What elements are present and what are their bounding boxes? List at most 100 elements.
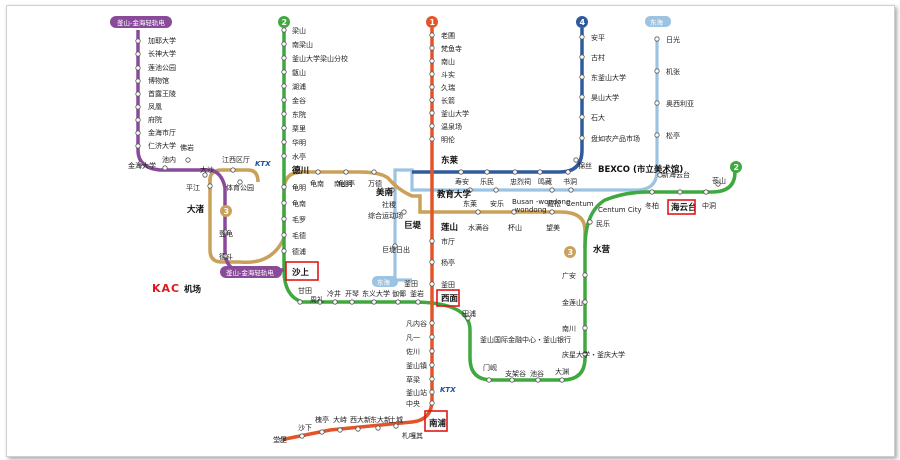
station-dot — [654, 100, 660, 106]
svg-text:釜山-金海轻轨电: 釜山-金海轻轨电 — [117, 18, 165, 27]
svg-text:3: 3 — [568, 248, 574, 257]
station-dot — [467, 187, 473, 193]
station-label: 斗实 — [441, 70, 455, 79]
line1-badge: 1 — [426, 16, 438, 28]
station-label: 堂里 — [273, 435, 287, 444]
station-label: 釜山国际金融中心・釜山银行 — [480, 335, 571, 344]
station-dot — [559, 377, 565, 383]
station-label: 梵鱼寺 — [441, 44, 462, 53]
station-dot — [297, 299, 303, 305]
station-dot — [511, 209, 517, 215]
station-label: 广安 — [562, 271, 576, 280]
svg-text:釜山-金海轻轨电: 釜山-金海轻轨电 — [226, 268, 274, 277]
station-dot — [281, 232, 287, 238]
station-dot — [135, 117, 141, 123]
station-label: 长箭 — [441, 96, 455, 105]
station-label: 周礼 — [310, 295, 324, 304]
station-label: 釜山站 — [406, 388, 427, 397]
station-label: 长神大学 — [148, 49, 176, 58]
station-dot — [343, 169, 349, 175]
station-dot — [429, 400, 435, 406]
station-dot — [137, 161, 143, 167]
station-dot — [535, 377, 541, 383]
station-label: 釜山大学 — [441, 109, 469, 118]
station-dot — [281, 27, 287, 33]
station-dot — [677, 189, 683, 195]
line4 — [412, 28, 584, 174]
station-dot — [429, 32, 435, 38]
station-dot — [317, 299, 323, 305]
station-label: 南山亭 — [334, 179, 355, 188]
station-dot — [654, 68, 660, 74]
station-dot — [222, 253, 228, 259]
station-label: 久瑞 — [441, 83, 455, 92]
station-label: 釜田 — [404, 279, 418, 288]
station-label: 南梁山 — [292, 40, 313, 49]
station-dot — [429, 320, 435, 326]
svg-text:机场: 机场 — [184, 284, 202, 295]
station-dots — [135, 27, 721, 443]
station-dot — [654, 132, 660, 138]
station-label: 莲池公园 — [148, 63, 176, 72]
station-label: 莲山 — [441, 222, 458, 233]
bgl-tag-top: 釜山-金海轻轨电 — [110, 16, 172, 28]
station-dot — [415, 299, 421, 305]
station-label: 中央 — [406, 399, 420, 408]
station-dot — [509, 377, 515, 383]
line2-badge: 2 — [278, 16, 290, 28]
station-label: 西大新 — [350, 415, 371, 424]
station-dot — [429, 389, 435, 395]
line3-west — [208, 168, 260, 190]
station-dot — [486, 377, 492, 383]
station-dot — [135, 143, 141, 149]
station-label: 沙上 — [292, 267, 310, 278]
station-label: 沙下 — [298, 424, 312, 432]
station-label: 温泉场 — [441, 122, 462, 131]
station-label: 加耶大学 — [148, 36, 176, 45]
svg-text:4: 4 — [580, 18, 586, 27]
station-dot — [654, 36, 660, 42]
station-label: 中洞 — [702, 201, 716, 210]
station-dot — [349, 299, 355, 305]
station-dot — [579, 34, 585, 40]
station-label: BEXCO (市立美术馆) — [598, 164, 683, 175]
station-label: 德斗 — [219, 252, 233, 261]
station-dot — [135, 51, 141, 57]
station-label: 龟南 — [292, 199, 306, 208]
station-label: 栗里 — [292, 125, 306, 133]
station-dot — [429, 238, 435, 244]
station-label: 杨亭 — [441, 258, 455, 267]
station-dot — [512, 169, 518, 175]
station-label: 门岘 — [483, 363, 497, 372]
station-dot — [355, 426, 361, 432]
station-dot — [375, 425, 381, 431]
station-dot — [703, 189, 709, 195]
station-label: 体育公园 — [226, 183, 254, 192]
station-label: 开琴 — [345, 290, 359, 298]
station-dot — [319, 429, 325, 435]
station-label: 金莲山 — [562, 298, 583, 307]
station-dot — [657, 172, 663, 178]
station-label: 凤凰 — [148, 103, 162, 111]
station-label: 平江 — [186, 184, 200, 192]
donghae-tag-top: 东海 — [645, 16, 671, 27]
station-dot — [429, 362, 435, 368]
station-label: 昊山大学 — [591, 93, 619, 102]
station-dot — [429, 376, 435, 382]
station-dot — [371, 299, 377, 305]
station-label: 锦丝 — [578, 161, 592, 170]
station-label: 东莱 — [463, 199, 477, 208]
station-dot — [281, 69, 287, 75]
station-dot — [649, 189, 655, 195]
station-dot — [568, 187, 574, 193]
station-dot — [281, 184, 287, 190]
station-label: 社稷 — [382, 200, 396, 209]
station-label: 安乐 — [490, 199, 504, 208]
station-dot — [135, 38, 141, 44]
donghae-tag-bottom: 东海 — [372, 276, 398, 287]
station-dot — [484, 169, 490, 175]
station-label: 东义大学 — [362, 289, 390, 298]
line2 — [282, 28, 737, 382]
station-label: 东大新 — [370, 415, 391, 424]
station-dot — [281, 41, 287, 47]
